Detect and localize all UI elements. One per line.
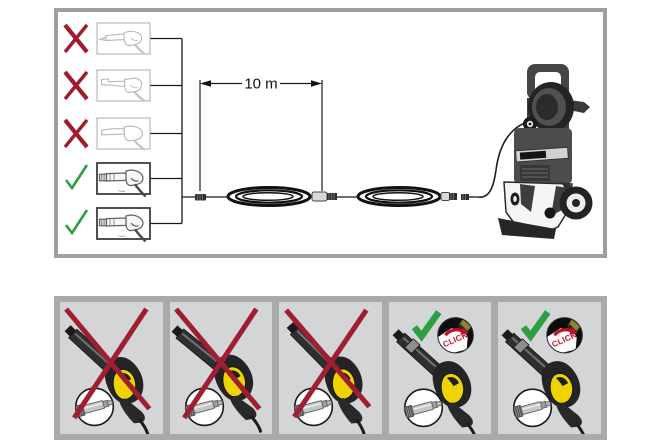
connector-detail-inset [403, 388, 444, 428]
cross-icon [173, 307, 261, 420]
extension-hose-illustration [195, 122, 526, 207]
compatibility-cell-4: CLICK [388, 302, 492, 434]
hose-coupling-a [195, 194, 206, 201]
check-icon [64, 209, 89, 236]
hose-coil-1 [226, 186, 312, 207]
gun-option-row-3 [63, 117, 151, 152]
brand-plate [515, 146, 569, 163]
dimension-arrow-left-icon [200, 80, 211, 87]
dimension-annotation: 10 m [199, 76, 323, 191]
gun-option-row-5 [64, 207, 151, 243]
quick-connect-collar [513, 338, 530, 354]
cross-icon [63, 70, 89, 101]
hose-diagram-canvas: 10 m [63, 22, 593, 243]
click-badge: CLICK [546, 318, 583, 355]
hose-reel [528, 82, 574, 132]
gun-compatibility-panel: CLICK CLICK [54, 296, 607, 440]
rear-wheel [559, 186, 593, 220]
gun-option-row-4 [64, 162, 151, 198]
compatibility-cell-1 [60, 302, 163, 434]
hose-length-label: 10 m [244, 76, 277, 93]
hose-coupling-b [311, 191, 337, 202]
cross-icon [63, 23, 89, 54]
hose-coupling-c [440, 192, 457, 201]
compatibility-cell-3 [279, 302, 382, 434]
check-icon [64, 164, 89, 191]
connector-detail-inset [512, 388, 553, 428]
machine-hose-lead [477, 122, 526, 198]
cross-icon [64, 307, 152, 420]
quick-connect-collar [403, 338, 421, 354]
compatibility-cell-5: CLICK [498, 302, 601, 434]
cross-icon [284, 308, 372, 419]
gun-option-list [63, 22, 151, 243]
compatibility-cell-2 [169, 302, 273, 434]
check-icon [521, 310, 551, 342]
extension-hose-diagram-panel: 10 m [54, 8, 607, 258]
gun-option-row-1 [63, 22, 151, 55]
click-badge: CLICK [436, 318, 473, 355]
hose-coil-2 [356, 186, 442, 207]
cross-icon [63, 118, 89, 149]
cable-hook [569, 100, 590, 113]
machine-adapter-piece [461, 194, 478, 200]
dimension-arrow-right-icon [311, 80, 322, 87]
reel-crank-knob [523, 117, 537, 131]
check-icon [411, 310, 442, 342]
pressure-washer-illustration [498, 64, 593, 239]
gun-option-row-2 [63, 69, 151, 103]
